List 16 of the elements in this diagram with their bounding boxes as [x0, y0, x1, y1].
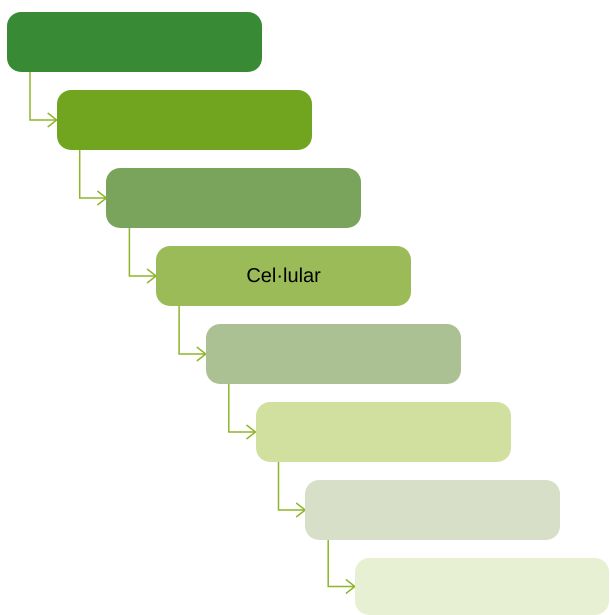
elbow-arrow: [78, 150, 108, 206]
elbow-arrow: [228, 384, 256, 440]
elbow-arrow: [29, 72, 58, 128]
rounded-box: [206, 324, 461, 384]
rounded-box: [156, 246, 412, 306]
rounded-box: [7, 12, 262, 72]
rounded-box: [354, 558, 609, 615]
elbow-arrow: [278, 462, 306, 518]
box-label: Cel·lular: [246, 264, 321, 289]
rounded-box: [305, 480, 560, 540]
elbow-arrow: [128, 228, 157, 284]
rounded-box: [56, 90, 312, 150]
elbow-arrow: [178, 306, 207, 362]
rounded-box: [256, 402, 510, 462]
rounded-box: [106, 168, 362, 228]
elbow-arrow: [327, 540, 356, 594]
